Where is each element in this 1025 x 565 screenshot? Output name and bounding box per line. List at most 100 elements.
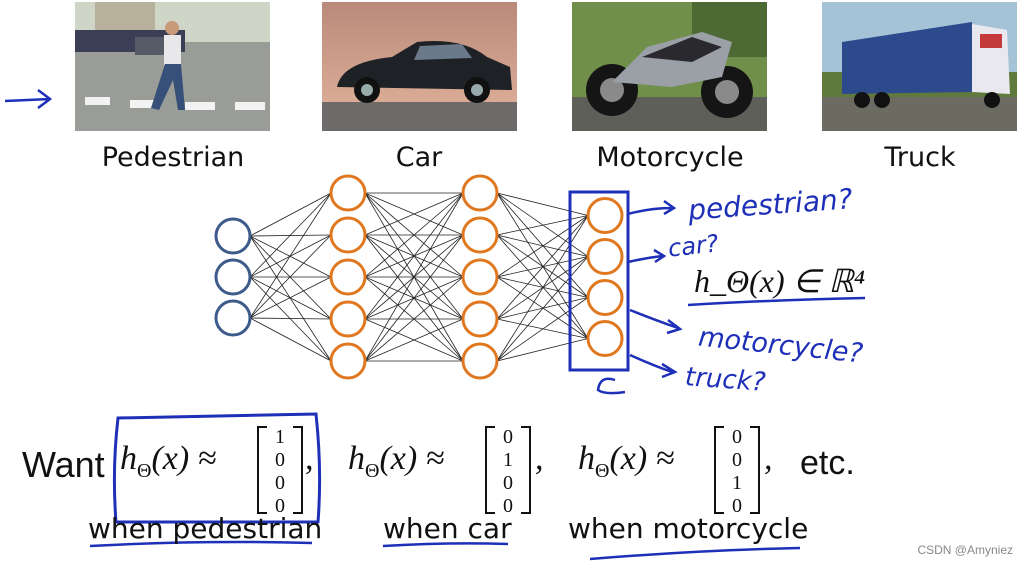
vector-cell: 1 <box>275 426 285 448</box>
underline-when-pedestrian <box>89 540 313 548</box>
vector-cell: 0 <box>732 449 742 471</box>
when-motorcycle: when motorcycle <box>568 512 809 545</box>
car-photo <box>322 2 517 131</box>
arrow-motorcycle-icon <box>629 308 683 335</box>
hidden-node <box>329 300 367 338</box>
equation-arg: (x) ≈ <box>379 440 445 477</box>
network-edge <box>496 297 589 362</box>
network-edges <box>249 192 589 362</box>
output-node <box>586 279 624 316</box>
network-edge <box>364 276 464 362</box>
network-edge <box>496 318 589 339</box>
output-layer-box <box>568 190 630 372</box>
hypothesis-text: h_Θ(x) ∈ ℝ⁴ <box>694 262 865 300</box>
pedestrian-vector-box <box>112 412 322 524</box>
network-edge <box>249 235 332 362</box>
network-edge <box>364 192 464 236</box>
pedestrian-photo <box>75 2 270 131</box>
vector-car: 0 1 0 0 <box>485 426 531 517</box>
vector-motorcycle: 0 0 1 0 <box>714 426 760 517</box>
underline-when-motorcycle <box>589 546 801 561</box>
vector-cell: 0 <box>275 495 285 517</box>
h-symbol: h <box>348 440 365 477</box>
underline-when-car <box>382 542 509 548</box>
network-edge <box>364 192 464 278</box>
network-edge <box>249 192 332 278</box>
network-edge <box>496 215 589 278</box>
vector-cell: 0 <box>503 426 513 448</box>
network-edge <box>249 234 332 319</box>
theta-subscript: Θ <box>365 459 380 482</box>
label-car: car? <box>666 229 720 263</box>
vector-cell: 0 <box>275 449 285 471</box>
h-symbol: h <box>120 440 137 477</box>
equation-3: hΘ(x) ≈ <box>578 440 674 483</box>
network-edge <box>249 276 332 362</box>
watermark: CSDN @Amyniez <box>917 543 1013 557</box>
output-node <box>586 320 624 357</box>
input-node <box>214 258 252 296</box>
comma-2: , <box>535 440 544 477</box>
hidden-node <box>461 342 499 380</box>
vector-cell: 0 <box>503 472 513 494</box>
label-truck: truck? <box>684 362 767 398</box>
network-edge <box>249 192 332 237</box>
hidden-node <box>329 258 367 296</box>
output-node <box>586 197 624 234</box>
network-edge <box>249 317 332 320</box>
truck-photo <box>822 2 1017 131</box>
vector-cell: 0 <box>275 472 285 494</box>
network-edge <box>249 276 332 320</box>
output-node <box>586 238 624 275</box>
network-edge <box>249 317 332 362</box>
equation-arg: (x) ≈ <box>609 440 675 477</box>
network-edge <box>496 234 589 257</box>
network-edge <box>496 234 589 298</box>
equation-1: hΘ(x) ≈ <box>120 440 216 483</box>
arrow-car-icon <box>627 248 667 264</box>
network-nodes <box>214 174 624 380</box>
caption-truck: Truck <box>884 142 956 173</box>
network-edge <box>496 215 589 320</box>
output-box-hook <box>596 377 626 395</box>
hidden-node <box>329 342 367 380</box>
when-car: when car <box>383 512 512 545</box>
input-node <box>214 217 252 255</box>
hidden-node <box>461 174 499 212</box>
network-edge <box>496 338 589 362</box>
network-edge <box>496 192 589 298</box>
network-edge <box>496 215 589 362</box>
arrow-pedestrian-icon <box>627 199 677 216</box>
arrow-truck-icon <box>629 353 678 379</box>
network-edge <box>364 318 464 362</box>
network-edge <box>496 256 589 362</box>
equation-2: hΘ(x) ≈ <box>348 440 444 483</box>
vector-cell: 0 <box>732 426 742 448</box>
caption-pedestrian: Pedestrian <box>101 142 245 173</box>
comma-3: , <box>764 440 773 477</box>
network-edge <box>496 276 589 339</box>
network-edge <box>496 234 589 339</box>
network-edge <box>249 276 332 319</box>
network-edge <box>496 192 589 216</box>
network-edge <box>249 235 332 320</box>
hidden-node <box>461 216 499 254</box>
network-edge <box>496 215 589 236</box>
etc-label: etc. <box>800 444 855 482</box>
theta-subscript: Θ <box>137 459 152 482</box>
vector-pedestrian: 1 0 0 0 <box>257 426 303 517</box>
hidden-node <box>329 174 367 212</box>
input-arrow-icon <box>4 89 53 109</box>
network-edge <box>249 235 332 278</box>
want-label: Want <box>22 444 105 485</box>
when-pedestrian: when pedestrian <box>88 512 323 545</box>
hidden-node <box>329 216 367 254</box>
vector-cell: 0 <box>732 495 742 517</box>
hypothesis-formula: h_Θ(x) ∈ ℝ⁴ <box>694 263 865 299</box>
comma-1: , <box>305 440 314 477</box>
vector-cell: 1 <box>732 472 742 494</box>
network-edge <box>496 192 589 257</box>
h-symbol: h <box>578 440 595 477</box>
theta-subscript: Θ <box>595 459 610 482</box>
network-edge <box>496 192 589 339</box>
